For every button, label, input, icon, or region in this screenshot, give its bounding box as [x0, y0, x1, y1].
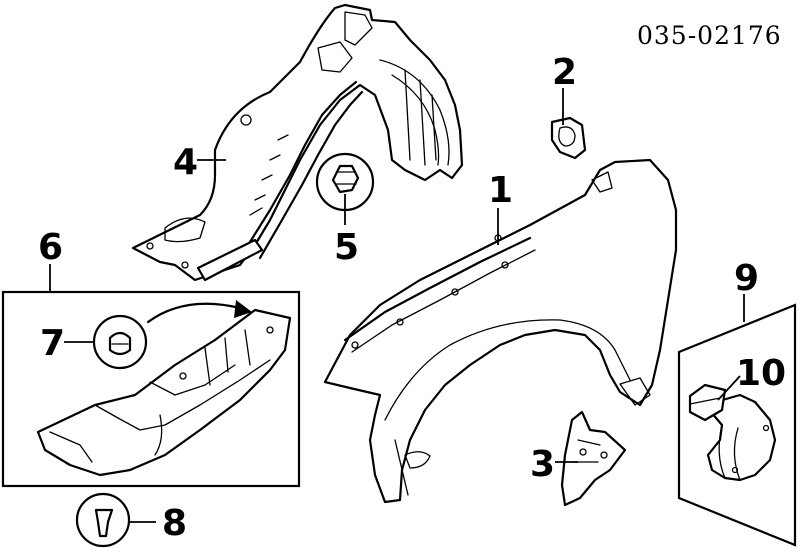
- fender-liner-drawing: [131, 3, 464, 282]
- liner-clip-drawing: [315, 152, 375, 212]
- diagram-code: 035-02176: [637, 21, 782, 50]
- fender-bracket-drawing: [560, 410, 627, 507]
- fender-drawing: [323, 158, 678, 504]
- callouts: 1 2 3 4 5 6 7 8 9 10: [38, 52, 786, 544]
- callout-2: 2: [552, 52, 577, 93]
- install-arrow: [146, 302, 242, 324]
- group-6-box: [1, 290, 301, 488]
- splash-shield-group-drawing: [1, 290, 301, 488]
- callout-9: 9: [734, 258, 759, 299]
- callout-10: 10: [736, 353, 786, 394]
- callout-8: 8: [162, 503, 187, 544]
- callout-3: 3: [530, 444, 555, 485]
- callout-1: 1: [488, 170, 513, 211]
- mud-guard-group-drawing: [677, 303, 797, 547]
- bracket-clip-drawing: [550, 116, 587, 160]
- group-9-box: [677, 303, 797, 547]
- arrow-head: [234, 300, 252, 318]
- callout-5: 5: [334, 227, 359, 268]
- shield-nut-drawing: [92, 314, 148, 370]
- callout-6: 6: [38, 227, 63, 268]
- callout-7: 7: [40, 323, 65, 364]
- leader-lines: [49, 88, 745, 523]
- callout-4: 4: [173, 142, 198, 183]
- push-clip-drawing: [75, 492, 131, 548]
